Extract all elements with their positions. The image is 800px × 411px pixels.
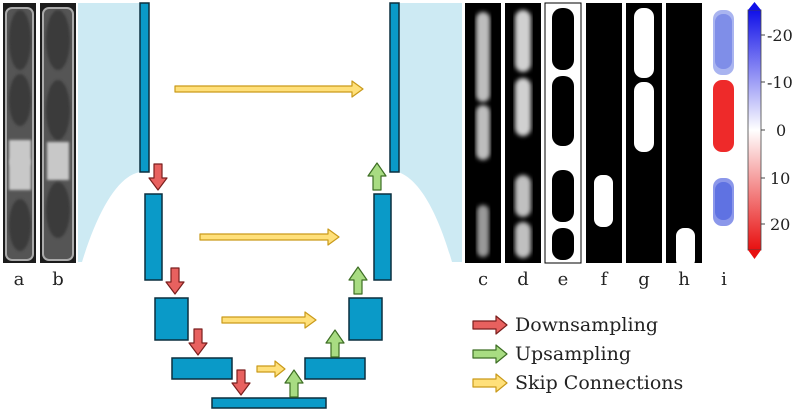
legend-up-arrow-icon [472, 344, 508, 364]
panel-label-h: h [678, 269, 690, 290]
colorbar-top-arrow [748, 2, 761, 10]
legend-label-skip-connections: Skip Connections [515, 372, 683, 394]
skip-connection-arrows [174, 80, 364, 378]
panel-label-f: f [601, 269, 609, 290]
decoder-block-3 [348, 297, 383, 341]
colorbar-tick-4: 10 [770, 169, 790, 188]
skip-arrow-2 [199, 228, 340, 246]
panel-label-c: c [478, 269, 488, 290]
decoder-block-4 [304, 357, 366, 380]
legend-label-downsampling: Downsampling [515, 314, 658, 336]
panel-a-image [3, 3, 36, 263]
skip-arrow-3 [221, 311, 317, 329]
decoder-block-2 [373, 193, 392, 281]
up-arrow-1 [284, 369, 304, 398]
panel-i-image [706, 3, 742, 263]
panel-b-image [40, 3, 76, 263]
skip-arrow-1 [174, 80, 364, 98]
up-arrow-3 [348, 266, 368, 295]
panel-g-image [626, 3, 662, 263]
decoder-funnel [398, 3, 462, 262]
legend: Downsampling Upsampling Skip Connections [472, 314, 683, 394]
panel-label-d: d [517, 269, 529, 290]
upsampling-arrows [284, 162, 387, 398]
panel-label-g: g [638, 269, 650, 290]
panel-label-b: b [52, 269, 64, 290]
panel-label-e: e [558, 269, 569, 290]
panel-h-image [666, 3, 702, 268]
legend-label-upsampling: Upsampling [515, 343, 631, 365]
unet-blocks [139, 2, 400, 409]
encoder-block-2 [144, 193, 163, 281]
legend-skip-arrow-icon [472, 373, 508, 393]
downsampling-arrows [148, 163, 251, 396]
colorbar-tick-1: -20 [767, 26, 793, 45]
encoder-funnel [78, 3, 140, 262]
down-arrow-3 [188, 328, 208, 356]
colorbar-tick-3: 0 [776, 121, 786, 140]
colorbar: -20 -10 0 10 20 [747, 2, 793, 259]
up-arrow-2 [325, 329, 345, 358]
panel-label-a: a [14, 269, 25, 290]
down-arrow-2 [165, 267, 185, 295]
panel-e-image [544, 2, 582, 264]
legend-down-arrow-icon [472, 315, 508, 335]
panel-d-image [505, 3, 541, 263]
colorbar-bottom-arrow [748, 250, 761, 259]
panel-f-image [586, 3, 622, 263]
panel-labels: a b c d e f g h i [14, 269, 727, 290]
bottleneck-block [211, 397, 327, 409]
decoder-block-1 [389, 2, 400, 173]
encoder-block-3 [154, 297, 189, 341]
up-arrow-4 [367, 162, 387, 191]
encoder-block-1 [139, 2, 150, 173]
panel-c-image [465, 3, 501, 263]
colorbar-tick-2: -10 [767, 73, 793, 92]
panel-label-i: i [721, 269, 727, 290]
encoder-block-4 [171, 357, 233, 380]
down-arrow-1 [148, 163, 168, 191]
skip-arrow-4 [256, 360, 286, 378]
colorbar-tick-5: 20 [770, 215, 790, 234]
down-arrow-4 [231, 369, 251, 396]
